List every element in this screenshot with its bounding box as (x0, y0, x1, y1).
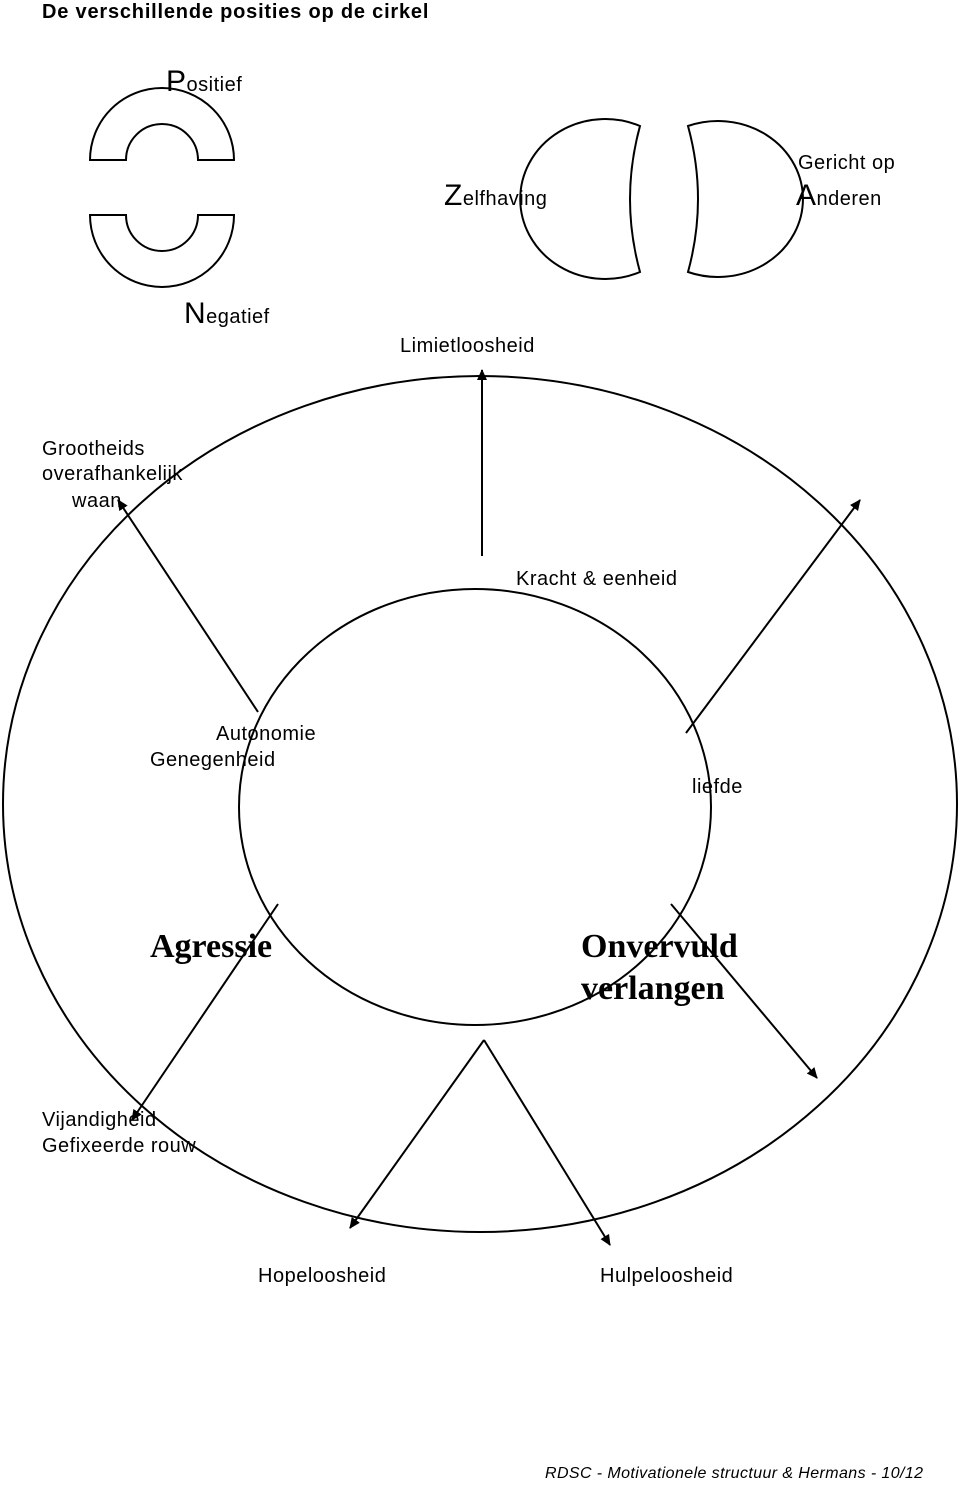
anderen-label: Anderen (796, 181, 882, 211)
autonomie-label: Autonomie (216, 723, 317, 745)
zelfhaving-label: Zelfhaving (444, 181, 547, 211)
zelfhaving-half-symbol (519, 118, 642, 280)
page-title: De verschillende posities op de cirkel (42, 1, 430, 23)
vijandigheid-label-clip: Vijandigheid Gefixeerde rouw (40, 1107, 198, 1159)
genegenheid-label: Genegenheid (150, 749, 276, 771)
negatief-label: Negatief (184, 299, 270, 329)
outer-circle (2, 375, 958, 1233)
negatief-arc-symbol (88, 214, 236, 288)
positief-arc-symbol (88, 87, 236, 161)
anderen-initial: A (796, 179, 817, 212)
zelfhaving-label-clip: Zelfhaving (440, 180, 558, 214)
waan-label: waan (72, 490, 122, 512)
anderen-line1: Gericht op (798, 152, 896, 174)
negatief-rest: egatief (206, 306, 270, 328)
arrow-grootheidswaan (117, 499, 259, 713)
arrow-overafhankelijk (685, 499, 861, 734)
arrow-vijandigheid (131, 903, 279, 1121)
arrow-gefixeerde-rouw (670, 903, 818, 1079)
kracht-eenheid-label: Kracht & eenheid (516, 568, 678, 590)
zelfhaving-rest: elfhaving (462, 188, 548, 210)
gefixeerde-rouw-label: Gefixeerde rouw (42, 1135, 197, 1157)
positief-rest: ositief (186, 74, 243, 96)
limietloosheid-label: Limietloosheid (400, 335, 535, 357)
onvervuld-label: Onvervuld (581, 928, 738, 965)
overafhankelijk-label: overafhankelijk (42, 463, 183, 485)
inner-circle (238, 588, 712, 1026)
agressie-label: Agressie (150, 928, 273, 965)
grootheids-label: Grootheids (42, 438, 145, 460)
arrow-hopeloosheid (349, 1039, 485, 1229)
zelfhaving-initial: Z (444, 180, 463, 212)
negatief-initial: N (184, 297, 207, 330)
hopeloosheid-label: Hopeloosheid (258, 1265, 387, 1287)
hulpeloosheid-label: Hulpeloosheid (600, 1265, 734, 1287)
anderen-rest: nderen (816, 188, 882, 210)
verlangen-label: verlangen (581, 970, 725, 1007)
overafhankelijk-label-clip: overafhankelijk (40, 462, 198, 486)
page-footer: RDSC - Motivationele structuur & Hermans… (545, 1465, 924, 1482)
positief-initial: P (166, 65, 187, 98)
positief-label: Positief (166, 67, 242, 97)
anderen-half-symbol (686, 120, 804, 278)
liefde-label: liefde (692, 776, 743, 798)
arrow-hulpeloosheid (483, 1039, 611, 1246)
vijandigheid-label: Vijandigheid (42, 1109, 157, 1131)
